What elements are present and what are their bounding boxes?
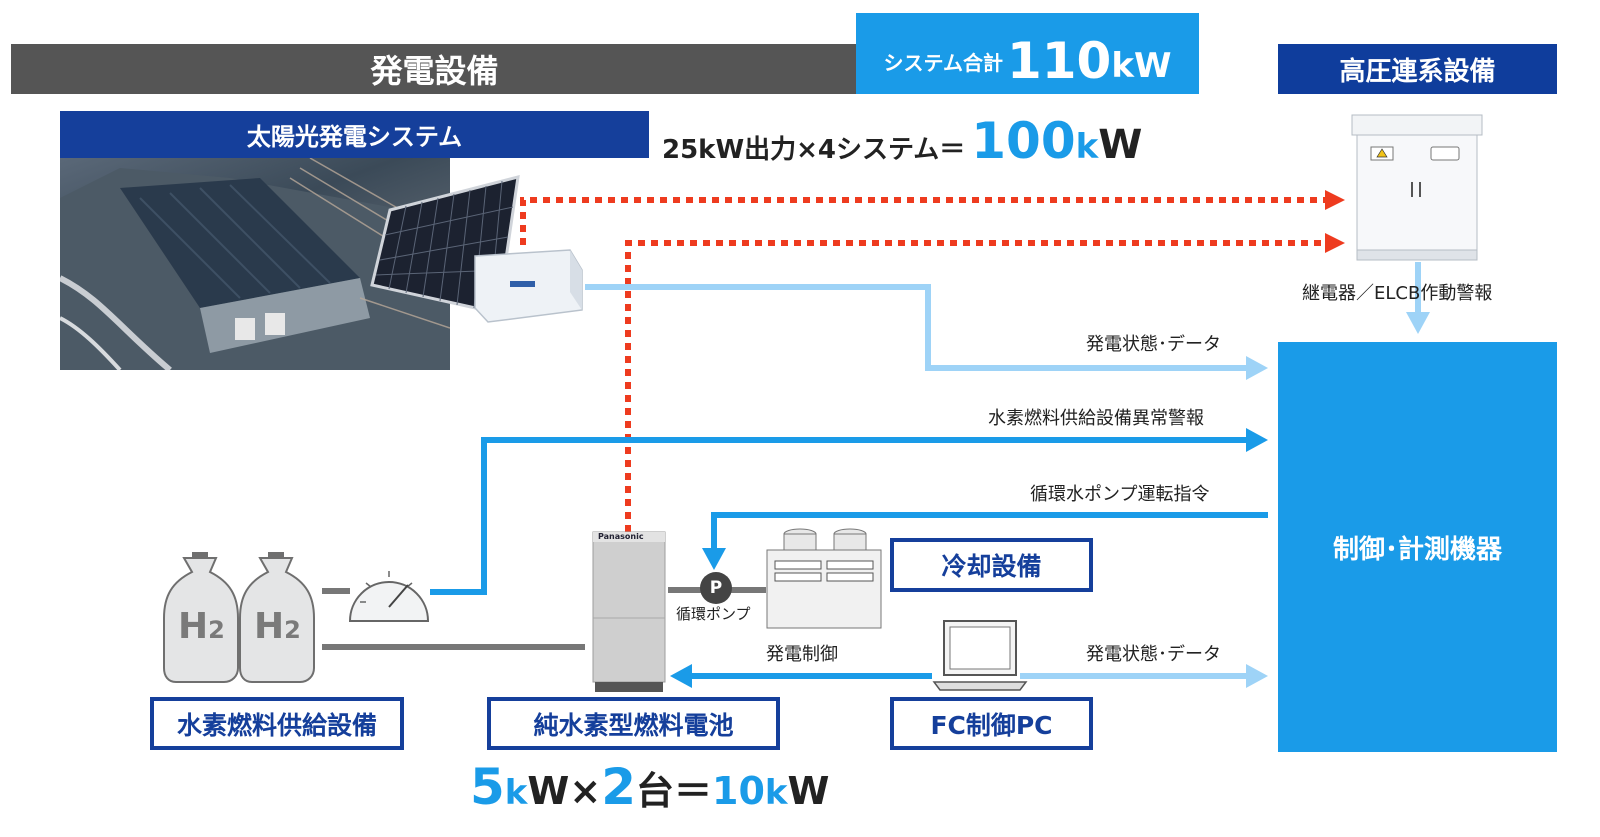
gen-control-label: 発電制御	[766, 644, 838, 665]
solar-formula-value: 100	[971, 112, 1076, 170]
h2-tank-icon	[163, 552, 315, 683]
solar-title-label: 太陽光発電システム	[246, 123, 463, 151]
generation-header-label: 発電設備	[370, 52, 499, 90]
system-total-label: システム合計	[883, 51, 1003, 75]
solar-to-hv-line	[520, 197, 1325, 245]
h2-supply-box: 水素燃料供給設備	[150, 697, 404, 750]
fuel-cell-brand: Panasonic	[598, 532, 644, 541]
solar-to-hv-arrow	[1325, 190, 1345, 210]
h2-tank-2-label: H2	[254, 606, 301, 647]
circulation-pump-icon: P	[700, 572, 732, 604]
control-measurement-equipment: 制御･計測機器	[1278, 342, 1557, 752]
generation-equipment-header: 発電設備	[11, 44, 858, 94]
high-voltage-label: 高圧連系設備	[1339, 56, 1496, 87]
gen-status-label-top: 発電状態･データ	[1086, 334, 1221, 355]
power-conditioner-icon	[474, 249, 583, 323]
h2-tanks: H2 H2	[162, 548, 322, 688]
laptop-icon	[932, 620, 1028, 691]
fc-to-hv-arrow	[1325, 233, 1345, 253]
pressure-gauge-icon	[348, 571, 430, 622]
system-total-value: 110	[1006, 32, 1112, 90]
solar-formula-w: W	[1098, 122, 1143, 168]
solar-system-title: 太陽光発電システム	[60, 111, 649, 158]
h2-alarm-label: 水素燃料供給設備異常警報	[988, 408, 1204, 429]
solar-formula-prefix: 25kW出力×4システム＝	[662, 135, 966, 165]
fc-to-hv-line	[625, 240, 1325, 532]
fuel-cell-output-formula: 5 k W× 2 台＝ 10 k W	[470, 758, 830, 816]
fc-pc-box: FC制御PC	[890, 697, 1093, 750]
high-voltage-header: 高圧連系設備	[1278, 44, 1557, 94]
relay-alarm-label: 継電器／ELCB作動警報	[1302, 283, 1493, 304]
gen-status-label-bottom: 発電状態･データ	[1086, 644, 1221, 665]
pump-command-label: 循環水ポンプ運転指令	[1030, 484, 1210, 505]
pump-command-line	[711, 512, 1268, 550]
h2-tank-1-label: H2	[178, 606, 225, 647]
control-label: 制御･計測機器	[1332, 534, 1502, 565]
pv-status-line	[585, 284, 1248, 371]
cooling-box: 冷却設備	[890, 538, 1093, 592]
solar-formula-k: k	[1075, 127, 1099, 167]
fuel-cell-box: 純水素型燃料電池	[487, 697, 780, 750]
system-total-unit: kW	[1111, 46, 1172, 86]
circulation-pump-label: 循環ポンプ	[676, 605, 751, 623]
h2-alarm-line	[430, 437, 1248, 595]
fuel-cell-unit-icon	[592, 531, 666, 692]
system-total-badge: システム合計 110 kW	[856, 13, 1199, 94]
solar-output-formula: 25kW出力×4システム＝ 100 k W	[662, 112, 1142, 170]
high-voltage-cabinet-icon	[1351, 114, 1483, 261]
cooling-unit-icon	[766, 528, 882, 629]
